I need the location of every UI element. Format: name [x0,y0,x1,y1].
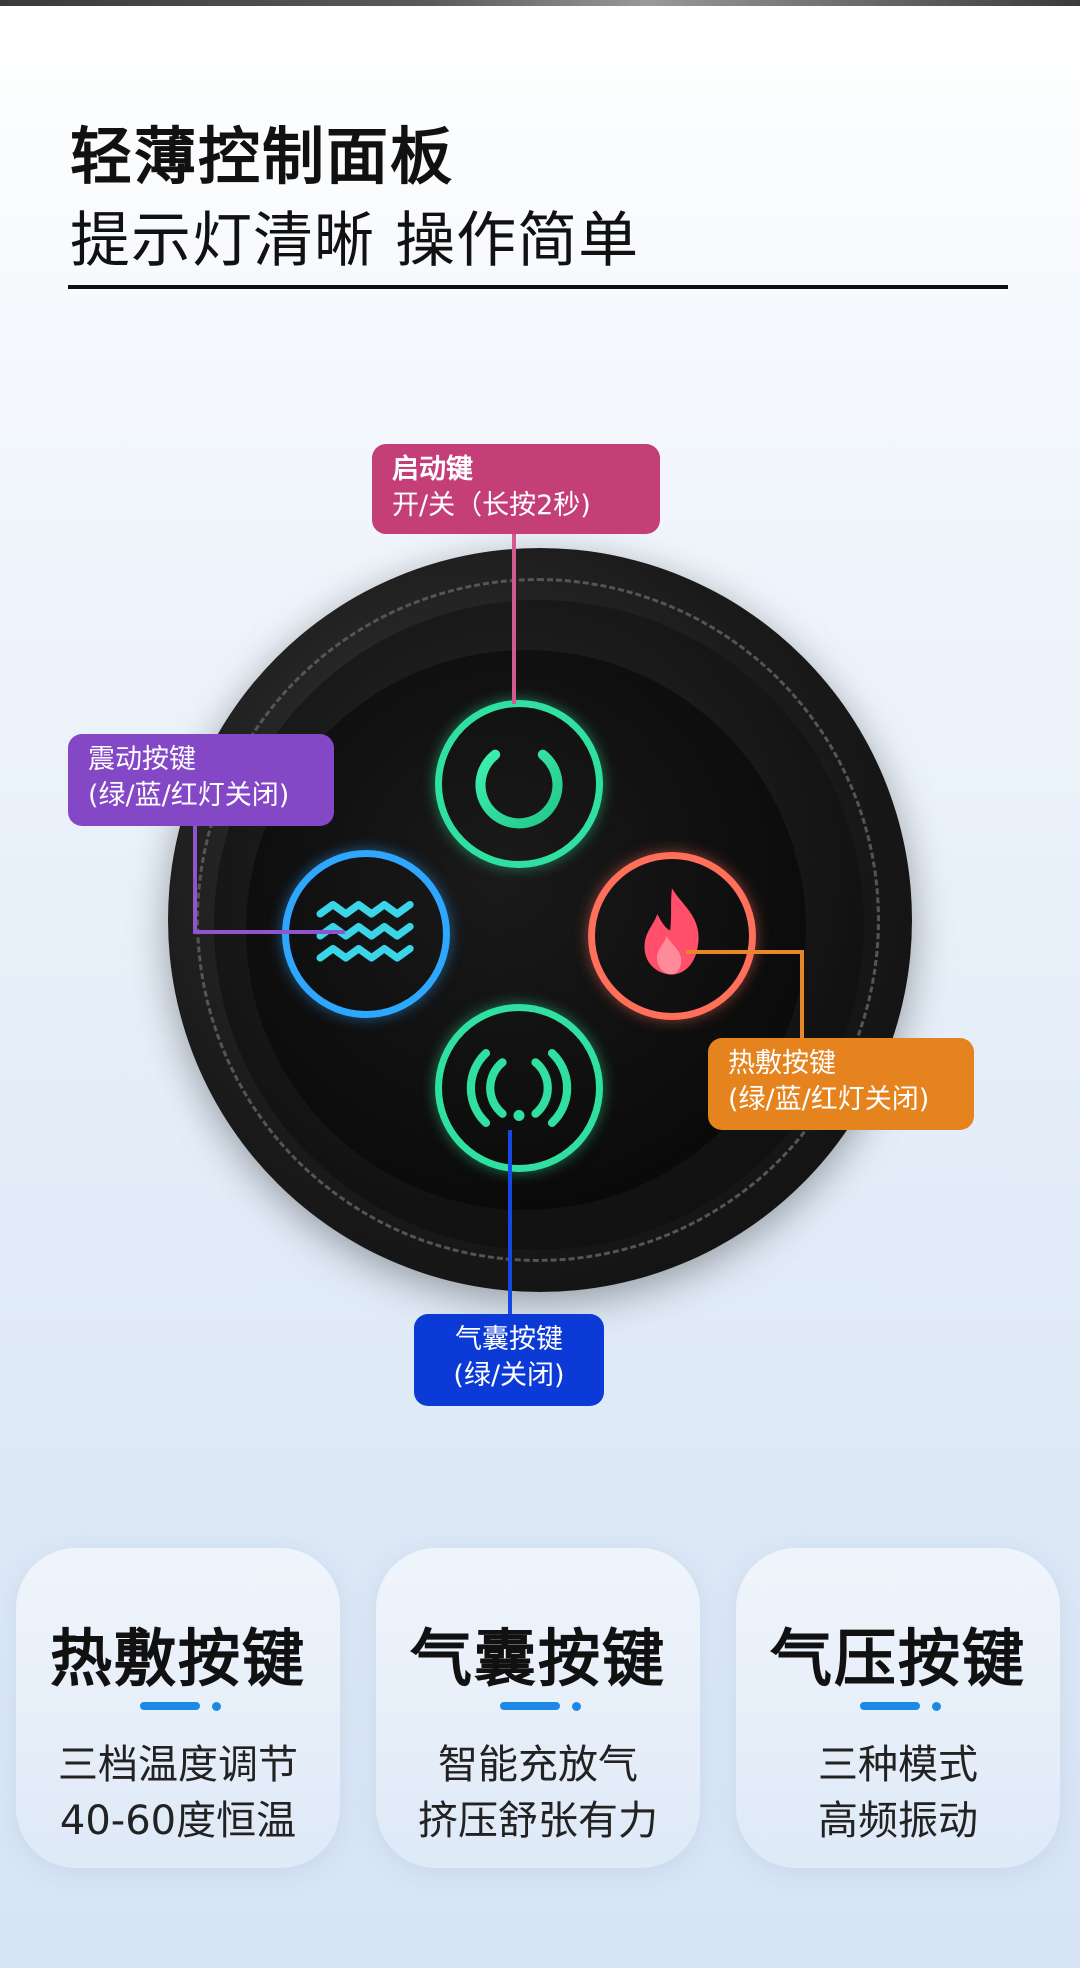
feature-card-heat: 热敷按键 三档温度调节 40-60度恒温 [16,1548,340,1868]
feature-line: 挤压舒张有力 [418,1798,658,1844]
heat-callout: 热敷按键 (绿/蓝/红灯关闭) [708,1038,974,1130]
power-callout: 启动键 开/关（长按2秒) [372,444,660,534]
feature-card-airbag: 气囊按键 智能充放气 挤压舒张有力 [376,1548,700,1868]
airbag-button[interactable] [435,1004,603,1172]
airbag-icon [466,1049,572,1127]
callout-title: 热敷按键 [728,1048,836,1079]
feature-line: 智能充放气 [438,1742,638,1788]
callout-title: 震动按键 [88,744,196,775]
accent-dash [500,1702,560,1710]
heat-callout-line [800,950,804,1040]
title-divider [68,285,1008,289]
vibration-callout: 震动按键 (绿/蓝/红灯关闭) [68,734,334,826]
callout-title: 启动键 [392,454,473,485]
accent-dash [140,1702,200,1710]
feature-title: 气压按键 [769,1622,1026,1695]
vibration-callout-line [193,930,345,934]
airbag-callout-line [508,1130,512,1316]
device-stitching [196,578,880,1262]
heat-callout-line [686,950,804,954]
feature-line: 三种模式 [818,1742,978,1788]
flame-icon [644,888,699,975]
feature-title: 热敷按键 [49,1622,306,1695]
feature-line: 40-60度恒温 [59,1798,297,1844]
power-callout-line [512,534,516,704]
callout-desc: 开/关（长按2秒) [392,490,591,521]
power-icon [475,734,563,829]
callout-desc: (绿/蓝/红灯关闭) [728,1084,930,1115]
feature-title: 气囊按键 [409,1622,666,1695]
accent-dot [212,1702,221,1711]
accent-dot [572,1702,581,1711]
power-button[interactable] [435,700,603,868]
callout-title: 气囊按键 [455,1324,563,1355]
feature-line: 三档温度调节 [58,1742,298,1788]
top-photo-strip [0,0,1080,6]
vibration-callout-line [193,826,197,932]
callout-desc: (绿/关闭) [453,1360,565,1391]
feature-line: 高频振动 [818,1798,978,1844]
vibration-button[interactable] [282,850,450,1018]
airbag-callout: 气囊按键 (绿/关闭) [414,1314,604,1406]
page-title: 轻薄控制面板 [70,120,455,193]
accent-dot [932,1702,941,1711]
page-subtitle: 提示灯清晰 操作简单 [70,206,640,276]
callout-desc: (绿/蓝/红灯关闭) [88,780,290,811]
heat-button[interactable] [588,852,756,1020]
accent-dash [860,1702,920,1710]
waves-icon [316,901,414,962]
feature-card-pressure: 气压按键 三种模式 高频振动 [736,1548,1060,1868]
